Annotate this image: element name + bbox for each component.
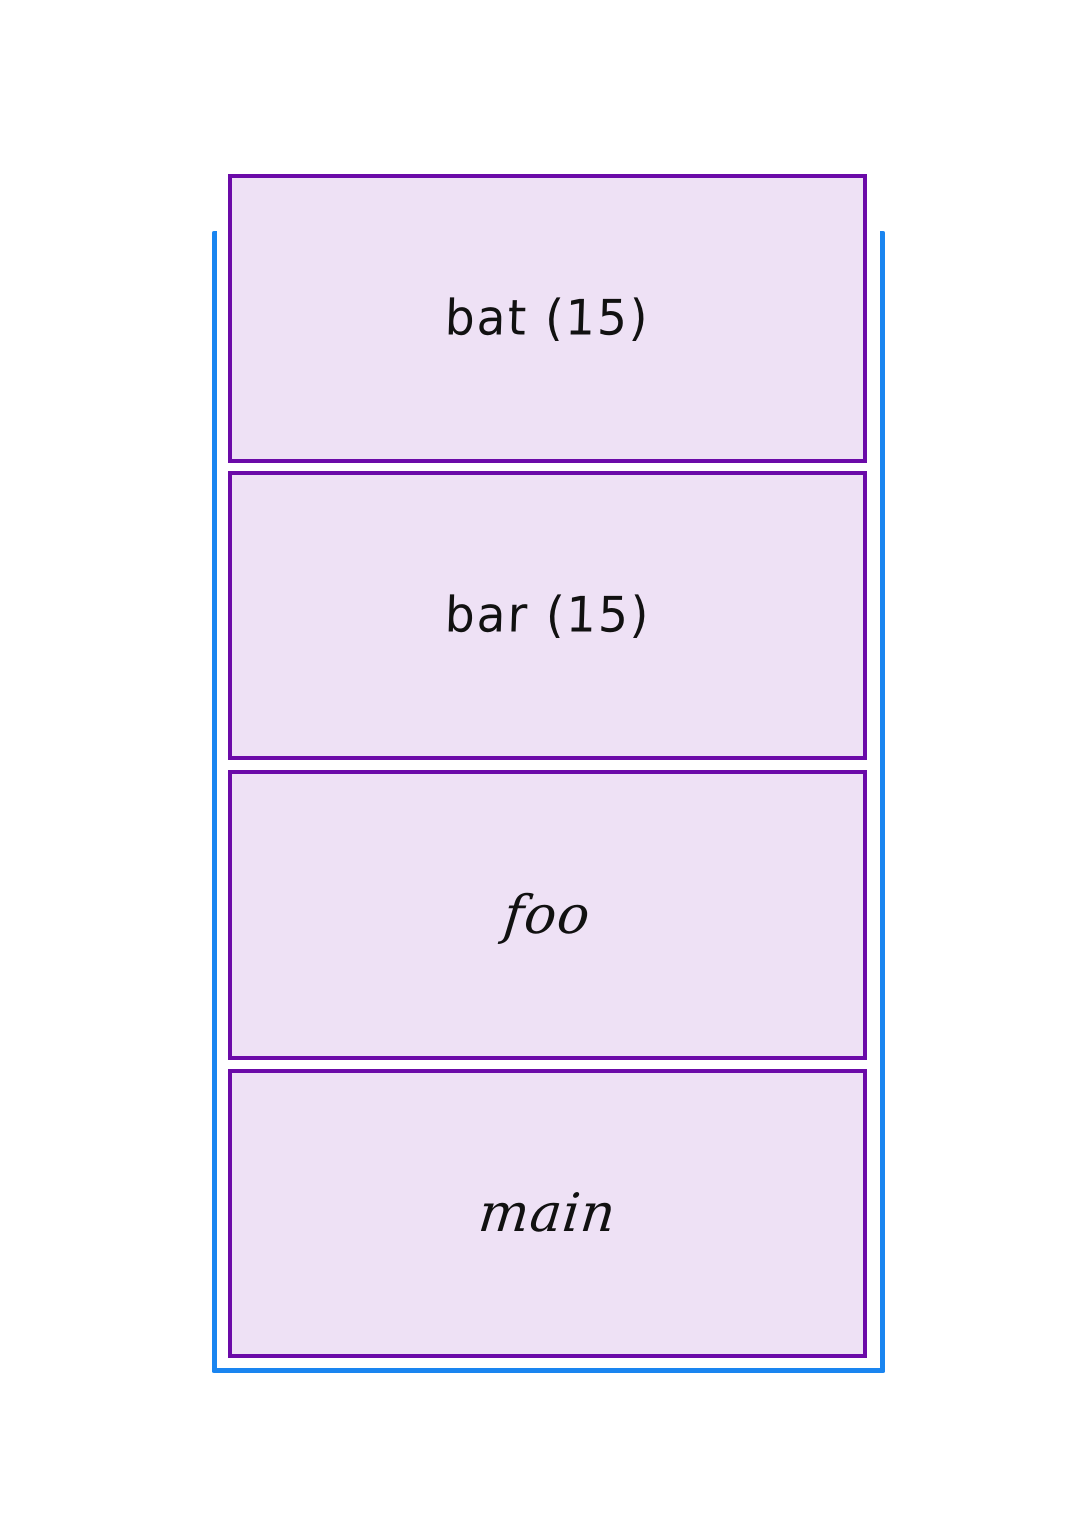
stack-frame-label: bar (15) — [443, 586, 652, 645]
stack-frame-main[interactable]: main — [228, 1069, 867, 1358]
stack-frame-bat[interactable]: bat (15) — [228, 174, 867, 463]
stack-frame-label: foo — [501, 884, 594, 946]
stack-frame-bar[interactable]: bar (15) — [228, 471, 867, 760]
stack-frame-label: bat (15) — [444, 289, 651, 348]
stack-frame-foo[interactable]: foo — [228, 770, 867, 1060]
stack-frame-label: main — [475, 1183, 620, 1244]
